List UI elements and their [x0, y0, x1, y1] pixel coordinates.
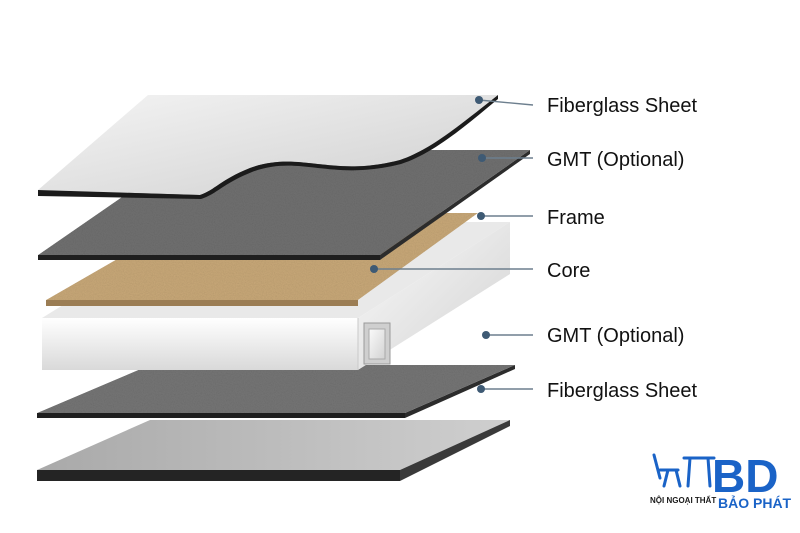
label-fiberglass-sheet-bottom: Fiberglass Sheet [547, 380, 698, 402]
label-frame: Frame [547, 207, 605, 229]
logo-monogram: BD [712, 450, 778, 502]
logo-subtitle: NỘI NGOẠI THẤT [650, 495, 716, 505]
furniture-icon [652, 453, 716, 488]
fiberglass-sheet-bottom [37, 420, 510, 481]
label-gmt-bottom: GMT (Optional) [547, 325, 684, 347]
logo-name: BẢO PHÁT [718, 495, 792, 511]
label-fiberglass-sheet-top: Fiberglass Sheet [547, 95, 698, 117]
fiberglass-sheet-top [38, 95, 498, 199]
label-core: Core [547, 260, 590, 282]
label-gmt-top: GMT (Optional) [547, 149, 684, 171]
brand-logo: BD NỘI NGOẠI THẤT BẢO PHÁT [650, 450, 792, 511]
callouts [370, 96, 534, 393]
gmt-layer-bottom [37, 365, 515, 418]
